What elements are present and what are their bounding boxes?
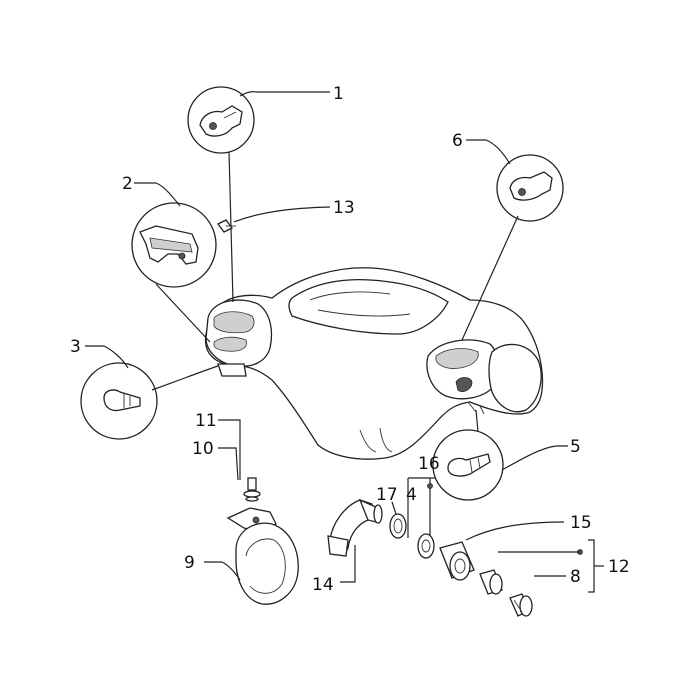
label-16: 16: [418, 454, 440, 474]
label-2: 2: [122, 174, 133, 194]
label-9: 9: [184, 553, 195, 573]
part-13-screw: 13: [217, 198, 355, 233]
label-15: 15: [570, 513, 592, 533]
callout-part-3: 3: [70, 337, 219, 440]
label-6: 6: [452, 131, 463, 151]
parts-4-16-seal: 16 4: [406, 454, 440, 559]
callout-part-2: 2: [122, 174, 217, 343]
part-17-ring: 17: [376, 485, 407, 539]
callout-part-6: 6: [452, 131, 564, 341]
label-11: 11: [195, 411, 217, 431]
label-13: 13: [333, 198, 355, 218]
label-3: 3: [70, 337, 81, 357]
label-14: 14: [312, 575, 334, 595]
label-17: 17: [376, 485, 398, 505]
label-10: 10: [192, 439, 214, 459]
label-1: 1: [333, 84, 344, 104]
part-14-elbow-connector: 14: [312, 498, 383, 595]
parts-8-12-spacer-bolt: 8 12: [479, 539, 630, 617]
callout-part-5: 5: [432, 409, 581, 501]
label-5: 5: [570, 437, 581, 457]
handlebar-cover: [204, 267, 544, 460]
callout-part-1: 1: [187, 84, 344, 303]
label-4: 4: [406, 485, 417, 505]
part-15-bushing: 15: [439, 513, 592, 581]
label-8: 8: [570, 567, 581, 587]
parts-10-11-screw-washer: 11 10: [192, 411, 261, 502]
part-9-horn: 9: [184, 507, 299, 605]
label-12: 12: [608, 557, 630, 577]
